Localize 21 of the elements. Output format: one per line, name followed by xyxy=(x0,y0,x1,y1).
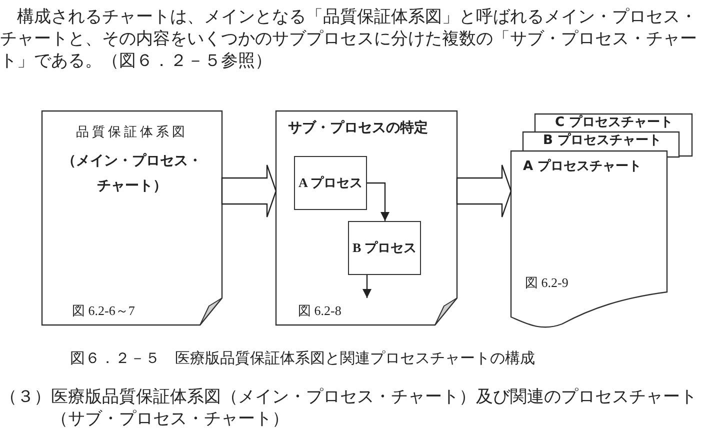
arrow xyxy=(367,182,390,221)
figure-reference: 図 6.2-8 xyxy=(298,302,342,319)
page-title: C プロセスチャート xyxy=(555,115,674,132)
page-title: サブ・プロセスの特定 xyxy=(288,120,428,138)
figure-reference: 図 6.2-6～7 xyxy=(72,302,135,319)
process-box: A プロセス xyxy=(294,156,367,210)
process-box: B プロセス xyxy=(348,221,421,275)
page-title: B プロセスチャート xyxy=(543,133,662,150)
section-heading: （３）医療版品質保証体系図（メイン・プロセス・チャート）及び関連のプロセスチャート（サブ・プロセス・チャート） xyxy=(0,386,698,430)
block-arrow xyxy=(456,164,512,218)
page-title: 品質保証体系図 xyxy=(75,125,189,142)
arrow xyxy=(362,275,372,298)
body-paragraph: 構成されるチャートは、メインとなる「品質保証体系図」と呼ばれるメイン・プロセス・チャートと、その内容をいくつかのサブプロセスに分けた複数の「サブ・プロセス・チャート」である。（図６．２－５参照） xyxy=(0,6,698,72)
page-title: A プロセスチャート xyxy=(523,159,642,176)
figure-reference: 図 6.2-9 xyxy=(525,275,568,292)
document-page xyxy=(511,151,667,328)
document-page xyxy=(276,111,457,325)
page-subtitle: （メイン・プロセス・チャート） xyxy=(61,152,203,196)
block-arrow xyxy=(221,164,277,218)
document-page xyxy=(42,111,222,325)
figure-caption: 図６．２－５ 医療版品質保証体系図と関連プロセスチャートの構成 xyxy=(70,348,535,369)
